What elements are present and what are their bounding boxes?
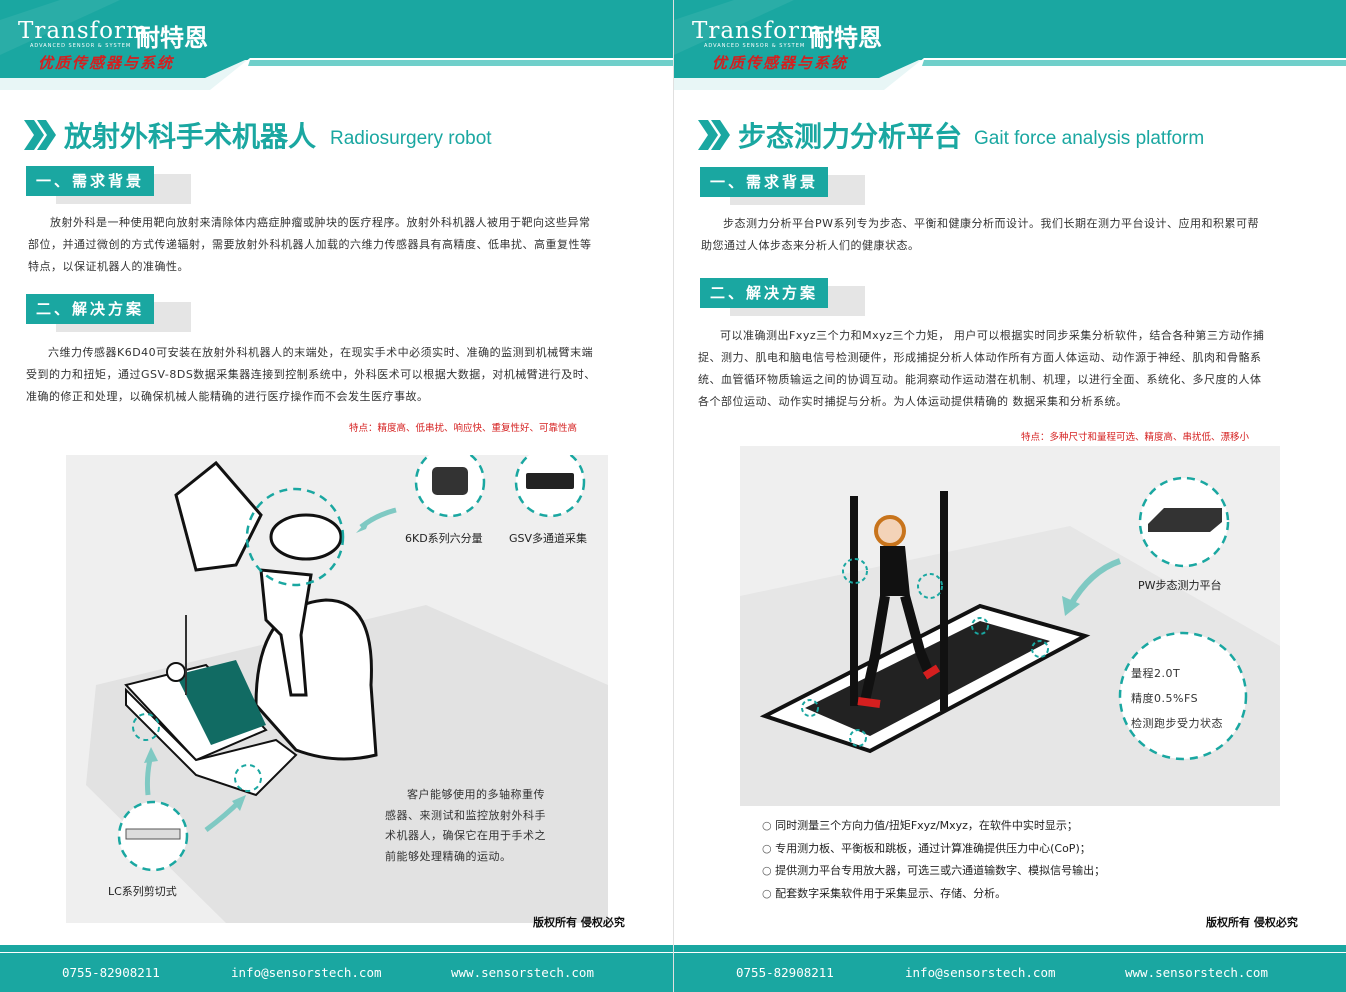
- footer-email[interactable]: info@sensorstech.com: [905, 965, 1056, 980]
- brand-logo-en: Transform: [692, 18, 823, 44]
- footer-phone: 0755-82908211: [736, 965, 834, 980]
- brand-subline: ADVANCED SENSOR & SYSTEM: [704, 43, 806, 49]
- copyright-notice: 版权所有 侵权必究: [1206, 916, 1298, 929]
- application-description: 客户能够使用的多轴称重传 感器、来测试和监控放射外科手 术机器人，确保它在用于手…: [385, 788, 546, 863]
- background-paragraph: 步态测力分析平台PW系列专为步态、平衡和健康分析而设计。我们长期在测力平台设计、…: [701, 217, 1260, 252]
- brand-subline: ADVANCED SENSOR & SYSTEM: [30, 43, 132, 49]
- footer-website[interactable]: www.sensorstech.com: [451, 965, 594, 980]
- footer-bar: 0755-82908211 info@sensorstech.com www.s…: [0, 945, 673, 992]
- list-item: 专用测力板、平衡板和跳板，通过计算准确提供压力中心(CoP)；: [762, 838, 1105, 861]
- caption-lc-sensor: LC系列剪切式: [108, 885, 177, 898]
- page-title: 放射外科手术机器人: [64, 120, 317, 153]
- left-page: Transform 耐特恩 ADVANCED SENSOR & SYSTEM 优…: [0, 0, 673, 992]
- caption-pw-platform: PW步态测力平台: [1138, 579, 1222, 592]
- list-item: 同时测量三个方向力值/扭矩Fxyz/Mxyz，在软件中实时显示；: [762, 815, 1105, 838]
- brand-slogan: 优质传感器与系统: [712, 54, 849, 72]
- robot-illustration: [86, 455, 608, 923]
- brand-logo-cn: 耐特恩: [136, 24, 208, 52]
- page-title-en: Radiosurgery robot: [330, 128, 492, 149]
- gait-platform-illustration: [740, 476, 1280, 806]
- page-title-en: Gait force analysis platform: [974, 128, 1205, 149]
- brand-logo-cn: 耐特恩: [810, 24, 882, 52]
- header-banner: [0, 0, 673, 96]
- feature-bullets: 同时测量三个方向力值/扭矩Fxyz/Mxyz，在软件中实时显示； 专用测力板、平…: [762, 815, 1105, 905]
- list-item: 提供测力平台专用放大器，可选三或六通道输数字、模拟信号输出；: [762, 860, 1105, 883]
- footer-bar: 0755-82908211 info@sensorstech.com www.s…: [674, 945, 1346, 992]
- header-banner: [674, 0, 1346, 96]
- footer-website[interactable]: www.sensorstech.com: [1125, 965, 1268, 980]
- features-text: 特点：多种尺寸和量程可选、精度高、串扰低、漂移小: [1021, 432, 1250, 443]
- page-title: 步态测力分析平台: [738, 120, 963, 153]
- caption-gsv-daq: GSV多通道采集: [509, 532, 588, 545]
- brand-logo-en: Transform: [18, 18, 149, 44]
- solution-paragraph: 可以准确测出Fxyz三个力和Mxyz三个力矩， 用户可以根据实时同步采集分析软件…: [698, 329, 1265, 408]
- background-paragraph: 放射外科是一种使用靶向放射来清除体内癌症肿瘤或肿块的医疗程序。放射外科机器人被用…: [28, 216, 592, 273]
- features-text: 特点：精度高、低串扰、响应快、重复性好、可靠性高: [349, 423, 578, 434]
- brand-slogan: 优质传感器与系统: [38, 54, 175, 72]
- right-page: Transform 耐特恩 ADVANCED SENSOR & SYSTEM 优…: [673, 0, 1346, 992]
- caption-6kd-sensor: 6KD系列六分量: [405, 532, 483, 545]
- solution-paragraph: 六维力传感器K6D40可安装在放射外科机器人的末端处，在现实手术中必须实时、准确…: [26, 346, 596, 403]
- footer-phone: 0755-82908211: [62, 965, 160, 980]
- list-item: 配套数字采集软件用于采集显示、存储、分析。: [762, 883, 1105, 906]
- double-chevron-icon: [698, 120, 730, 150]
- copyright-notice: 版权所有 侵权必究: [533, 916, 625, 929]
- double-chevron-icon: [24, 120, 56, 150]
- spec-list: 量程2.0T 精度0.5%FS 检测跑步受力状态: [1131, 667, 1223, 730]
- footer-email[interactable]: info@sensorstech.com: [231, 965, 382, 980]
